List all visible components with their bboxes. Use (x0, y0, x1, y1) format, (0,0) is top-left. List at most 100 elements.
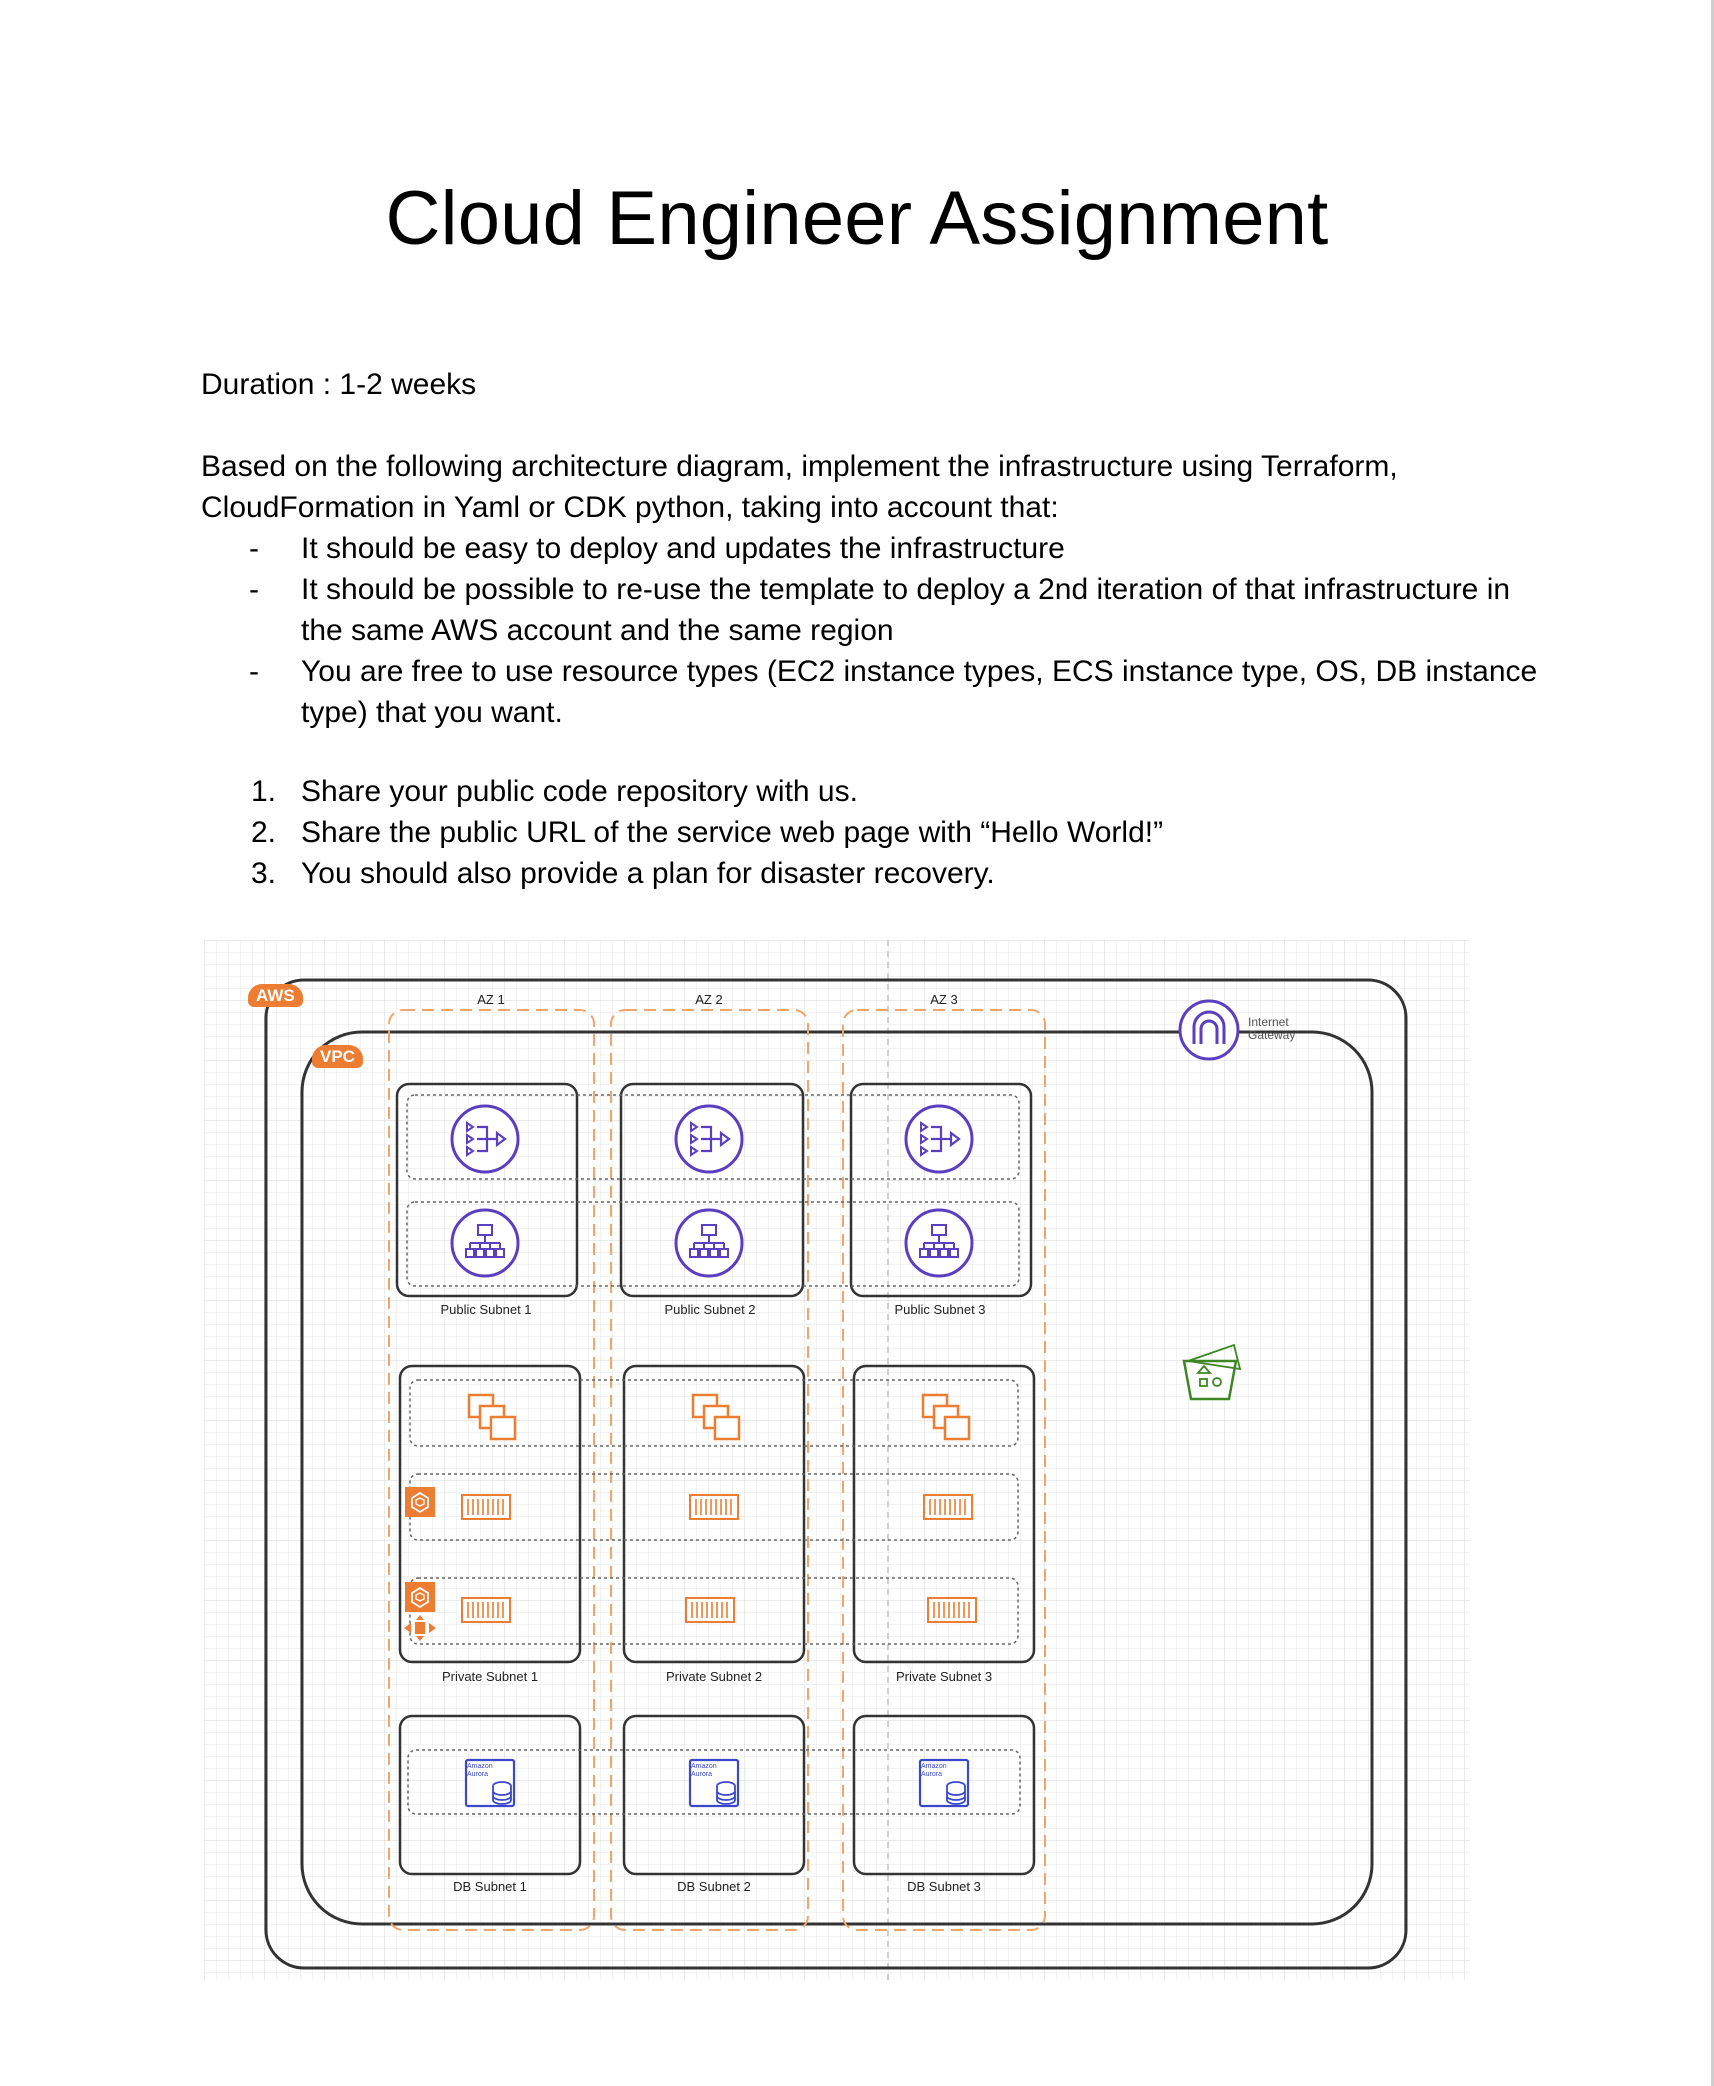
nat-arrows-in (466, 1121, 475, 1157)
igw-arch (1192, 1010, 1226, 1044)
container-box (689, 1494, 739, 1520)
intro-line-2: CloudFormation in Yaml or CDK python, ta… (201, 491, 1059, 524)
subnet-label: DB Subnet 1 (453, 1879, 527, 1894)
public-subnet-box (619, 1082, 805, 1298)
db-subnet-box (622, 1714, 806, 1876)
group-dotted-row (407, 1749, 1021, 1815)
container-box (927, 1597, 977, 1623)
ecs-icon (405, 1487, 435, 1517)
lb-leaf (929, 1248, 939, 1258)
number-marker: 1. (251, 775, 277, 808)
container-icon (461, 1597, 511, 1623)
container-icon (685, 1597, 735, 1623)
instance-square (713, 1415, 741, 1441)
aws-badge: AWS (248, 984, 303, 1007)
s3-circle (1212, 1377, 1222, 1387)
lb-tree (693, 1235, 725, 1249)
aurora-label-line-2: Aurora (691, 1771, 713, 1778)
aurora-cyl-body (716, 1786, 736, 1805)
az-label: AZ 2 (695, 992, 723, 1007)
nat-merge (477, 1125, 507, 1153)
s3-triangle (1196, 1364, 1212, 1374)
availability-zone-column (842, 1009, 1046, 1931)
aurora-label-line-1: Amazon (467, 1763, 493, 1770)
igw-label-line-2: Gateway (1248, 1028, 1296, 1042)
subnet-label: Private Subnet 1 (441, 1669, 539, 1684)
subnet-label: Public Subnet 2 (664, 1302, 756, 1317)
subnet-label: Public Subnet 3 (894, 1302, 986, 1317)
instance-square (943, 1415, 971, 1441)
list-item: 3.You should also provide a plan for dis… (201, 853, 1541, 894)
db-subnet-box (852, 1714, 1036, 1876)
autoscaling-arrows (404, 1615, 436, 1641)
lb-leaf (485, 1248, 495, 1258)
bullet-text: It should be possible to re-use the temp… (301, 573, 1511, 647)
lb-leaf (689, 1248, 699, 1258)
lb-leaf (949, 1248, 959, 1258)
aurora-cyl-body (946, 1786, 966, 1805)
ecs-hex-inner (415, 1592, 425, 1602)
list-item: -You are free to use resource types (EC2… (201, 651, 1541, 733)
diagram-elements (264, 978, 1408, 1970)
group-dotted-row (406, 1201, 1020, 1287)
s3-bucket-icon (1182, 1343, 1242, 1401)
aurora-cyl-body (492, 1786, 512, 1805)
nat-gateway-icon (904, 1104, 974, 1174)
ec2-instances-icon (921, 1393, 971, 1441)
lb-leaf (465, 1248, 475, 1258)
ecs-hex (411, 1586, 429, 1609)
aws-cloud-boundary (264, 978, 1408, 1970)
intro-line-1: Based on the following architecture diag… (201, 450, 1398, 483)
nat-gateway-icon (450, 1104, 520, 1174)
load-balancer-icon (674, 1208, 744, 1278)
aurora-label-line-2: Aurora (921, 1771, 943, 1778)
igw-label-line-1: Internet (1248, 1015, 1289, 1029)
db-subnet-box (398, 1714, 582, 1876)
autoscaling-icon (404, 1615, 436, 1641)
internet-gateway-label: Internet Gateway (1248, 1016, 1295, 1042)
container-box (923, 1494, 973, 1520)
lb-leaf (919, 1248, 929, 1258)
s3-flap (1187, 1343, 1242, 1371)
aurora-db-icon (918, 1758, 970, 1808)
lb-tree (469, 1235, 501, 1249)
group-dotted-row (409, 1379, 1019, 1447)
container-box (461, 1597, 511, 1623)
bullet-marker: - (249, 532, 259, 565)
bullet-text: It should be easy to deploy and updates … (301, 532, 1065, 565)
lb-leaf (719, 1248, 729, 1258)
nat-arrows-in (920, 1121, 929, 1157)
deliverable-text: You should also provide a plan for disas… (301, 857, 995, 890)
deliverable-text: Share the public URL of the service web … (301, 816, 1164, 849)
architecture-diagram: AWS VPC AZ 1 AZ 2 AZ 3 Internet Gateway … (204, 940, 1470, 1980)
igw-ring (1178, 999, 1240, 1061)
ecs-hex-inner (415, 1497, 425, 1507)
group-dotted-row (406, 1094, 1020, 1180)
lb-tree (923, 1235, 955, 1249)
container-box (685, 1597, 735, 1623)
private-subnet-box (852, 1364, 1036, 1664)
subnet-label: DB Subnet 3 (907, 1879, 981, 1894)
az-label: AZ 1 (477, 992, 505, 1007)
nat-arrows-in (690, 1121, 699, 1157)
subnet-label: Public Subnet 1 (440, 1302, 532, 1317)
container-icon (927, 1597, 977, 1623)
bullet-marker: - (249, 573, 259, 606)
grid-background (204, 940, 1470, 1980)
subnet-label: DB Subnet 2 (677, 1879, 751, 1894)
list-item: 2.Share the public URL of the service we… (201, 812, 1541, 853)
nat-merge (931, 1125, 961, 1153)
load-balancer-icon (450, 1208, 520, 1278)
container-icon (923, 1494, 973, 1520)
duration-text: Duration : 1-2 weeks (201, 368, 477, 401)
s3-bucket (1182, 1359, 1238, 1401)
list-item: 1. Share your public code repository with… (201, 771, 1541, 812)
aurora-label-line-1: Amazon (691, 1763, 717, 1770)
deliverable-text: Share your public code repository with u… (301, 775, 858, 808)
deliverables-list: 1. Share your public code repository with… (201, 771, 1541, 894)
container-box (461, 1494, 511, 1520)
ec2-instances-icon (691, 1393, 741, 1441)
